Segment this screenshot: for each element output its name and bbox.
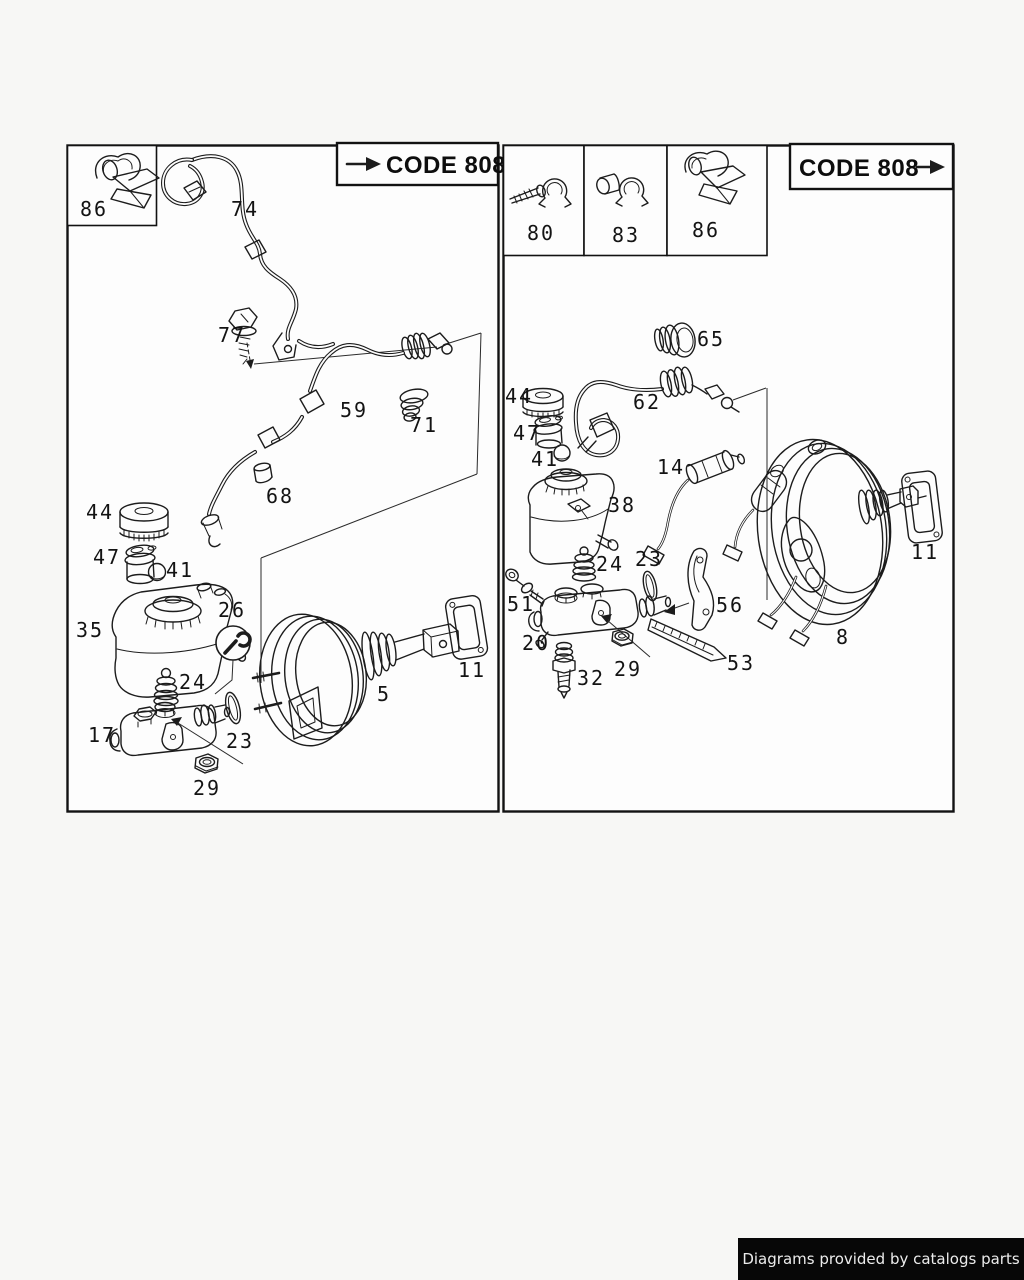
part-label-24: 24: [179, 670, 207, 694]
part-label-11r: 11: [911, 540, 939, 564]
left-panel-border: [66, 144, 500, 813]
code-label: CODE 808: [799, 155, 919, 182]
ball-41-right-drawing: [553, 444, 571, 462]
footer-credit-text: Diagrams provided by catalogs parts: [742, 1250, 1020, 1268]
master-cylinder-20-drawing: [528, 583, 672, 658]
o-ring-23-drawing: [224, 691, 242, 725]
part-label-83: 83: [612, 223, 640, 247]
gasket-11-drawing: [444, 595, 489, 660]
strainer-47-right-drawing: [533, 415, 563, 449]
part-label-59: 59: [340, 398, 368, 422]
spacer-68-drawing: [253, 462, 273, 484]
part-label-24r: 24: [596, 552, 624, 576]
part-label-26: 26: [218, 598, 246, 622]
part-label-8: 8: [836, 625, 850, 649]
nut-29-drawing: [194, 753, 219, 774]
part-label-29r: 29: [614, 657, 642, 681]
part-label-86: 86: [80, 197, 108, 221]
part-label-11: 11: [458, 658, 486, 682]
part-label-41: 41: [166, 558, 194, 582]
part-label-47: 47: [93, 545, 121, 569]
switch-32-drawing: [552, 641, 576, 699]
part-label-29: 29: [193, 776, 221, 800]
right-inset-clip-box-80: [502, 144, 585, 257]
part-label-80: 80: [527, 221, 555, 245]
brake-pipe-74-drawing: [161, 154, 335, 361]
right-inset-clip-box-83: [583, 144, 668, 257]
boot-65-drawing: [653, 322, 696, 358]
part-label-74: 74: [231, 197, 259, 221]
bleeder-51-drawing: [505, 568, 545, 607]
right-inset-clip-box-86: [666, 144, 768, 257]
part-label-47r: 47: [513, 421, 541, 445]
arrow-right-head-icon: [366, 157, 381, 171]
rail-53-drawing: [647, 618, 727, 662]
part-label-35: 35: [76, 618, 104, 642]
part-label-44: 44: [86, 500, 114, 524]
part-label-23: 23: [226, 729, 254, 753]
right-panel: 80 83 86 CODE 808: [502, 142, 955, 813]
sensor-14-drawing: [642, 449, 746, 565]
brake-hose-62-drawing: [573, 366, 740, 458]
part-label-41r: 41: [531, 447, 559, 471]
part-label-23r: 23: [635, 547, 663, 571]
projection-lines-right: [732, 387, 768, 600]
part-label-5: 5: [377, 682, 391, 706]
footer-credit-bar: Diagrams provided by catalogs parts: [738, 1238, 1024, 1280]
nut-29-right-drawing: [611, 628, 634, 647]
part-label-62: 62: [633, 390, 661, 414]
clip-83-drawing: [596, 173, 649, 207]
part-label-51: 51: [507, 592, 535, 616]
part-label-53: 53: [727, 651, 755, 675]
code-label: CODE 808: [386, 152, 506, 179]
part-label-77: 77: [218, 323, 246, 347]
cap-44-drawing: [119, 502, 169, 542]
part-label-65: 65: [697, 327, 725, 351]
arrow-right-head-icon: [930, 160, 945, 174]
left-panel: 86 CODE 808: [66, 141, 506, 813]
gasket-11-right-drawing: [901, 470, 943, 544]
part-label-44r: 44: [505, 384, 533, 408]
clip-86-drawing: [94, 152, 160, 209]
clip-86-right-drawing: [684, 150, 746, 205]
bolt-77-drawing: [228, 307, 258, 369]
brake-hose-59-drawing: [200, 332, 453, 548]
master-cylinder-17-drawing: [109, 701, 244, 765]
brake-booster-5-drawing: [251, 613, 460, 747]
part-label-56: 56: [716, 593, 744, 617]
wrench-symbol-26: [214, 625, 252, 695]
part-label-71: 71: [410, 413, 438, 437]
brake-booster-8-drawing: [722, 438, 927, 647]
part-label-32: 32: [577, 666, 605, 690]
part-label-17: 17: [88, 723, 116, 747]
bracket-56-drawing: [664, 547, 715, 631]
part-label-86r: 86: [692, 218, 720, 242]
part-label-68: 68: [266, 484, 294, 508]
part-label-14: 14: [657, 455, 685, 479]
left-code-808-box: CODE 808: [335, 141, 506, 187]
ball-41-drawing: [147, 562, 167, 582]
part-label-20: 20: [522, 631, 550, 655]
right-code-808-box: CODE 808: [788, 142, 955, 191]
boot-24-right-drawing: [571, 546, 597, 582]
clip-80-drawing: [509, 178, 572, 208]
part-label-38: 38: [608, 493, 636, 517]
boot-24-drawing: [153, 667, 179, 707]
boot-71-drawing: [399, 388, 429, 422]
